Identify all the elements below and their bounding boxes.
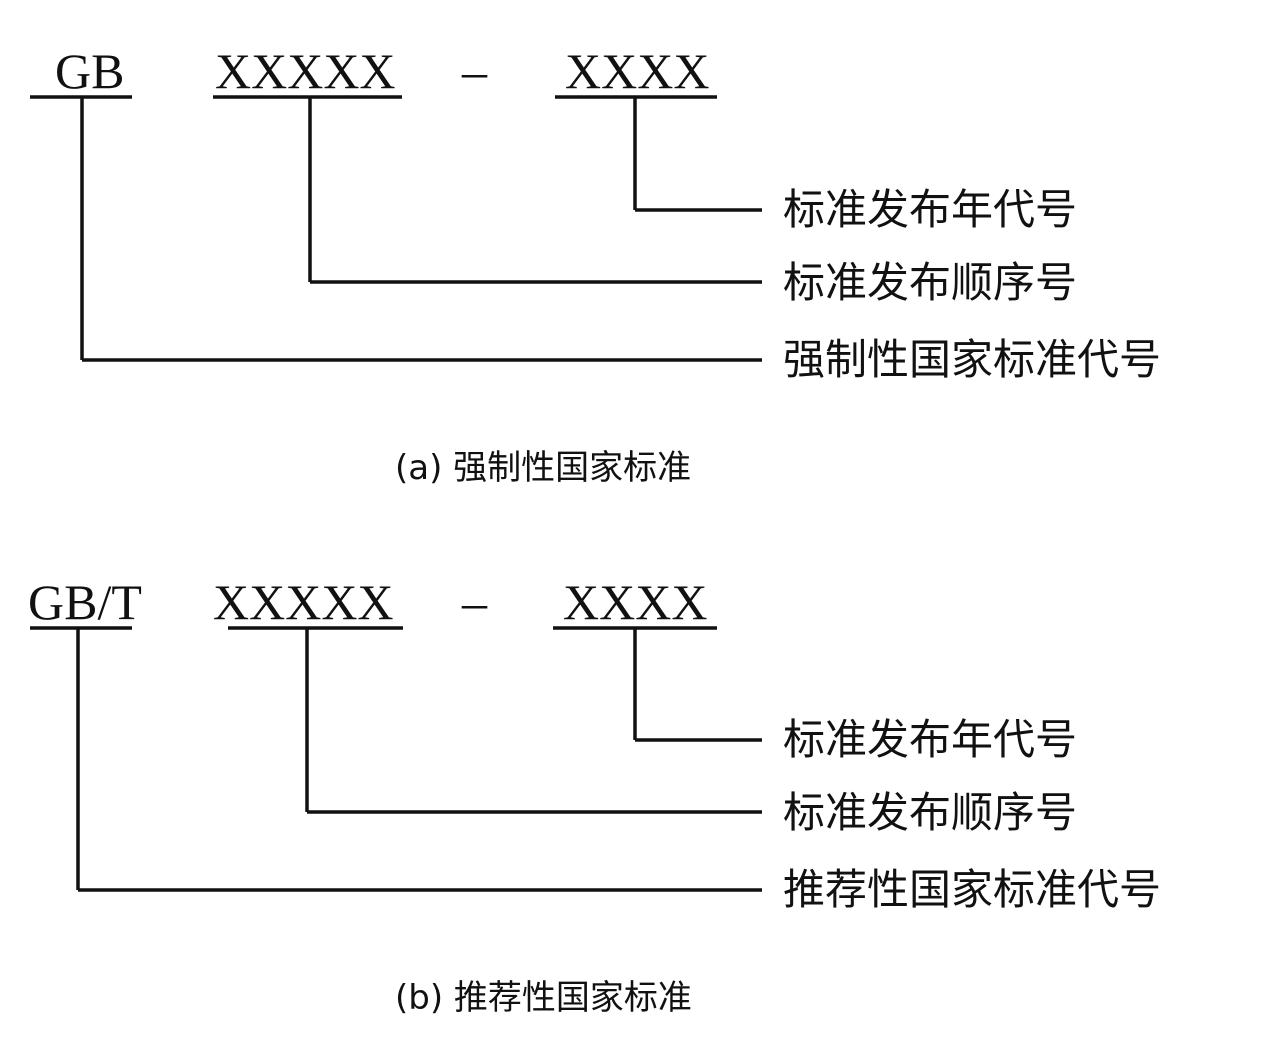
code-prefix: GB <box>55 43 125 99</box>
code-sequence: XXXXX <box>213 574 394 630</box>
code-dash: – <box>462 574 487 630</box>
caption-a: (a) 强制性国家标准 <box>395 448 692 488</box>
code-prefix: GB/T <box>28 574 142 630</box>
label-prefix: 强制性国家标准代号 <box>783 335 1162 384</box>
label-prefix: 推荐性国家标准代号 <box>783 865 1162 914</box>
code-sequence: XXXXX <box>215 43 396 99</box>
code-year: XXXX <box>563 574 708 630</box>
label-sequence: 标准发布顺序号 <box>783 258 1078 307</box>
diagram-b-lines <box>30 626 762 892</box>
label-year: 标准发布年代号 <box>783 715 1078 764</box>
diagram-a-lines <box>30 95 762 362</box>
caption-b: (b) 推荐性国家标准 <box>395 978 692 1018</box>
code-year: XXXX <box>565 43 710 99</box>
label-sequence: 标准发布顺序号 <box>783 788 1078 837</box>
code-dash: – <box>462 43 487 99</box>
label-year: 标准发布年代号 <box>783 185 1078 234</box>
